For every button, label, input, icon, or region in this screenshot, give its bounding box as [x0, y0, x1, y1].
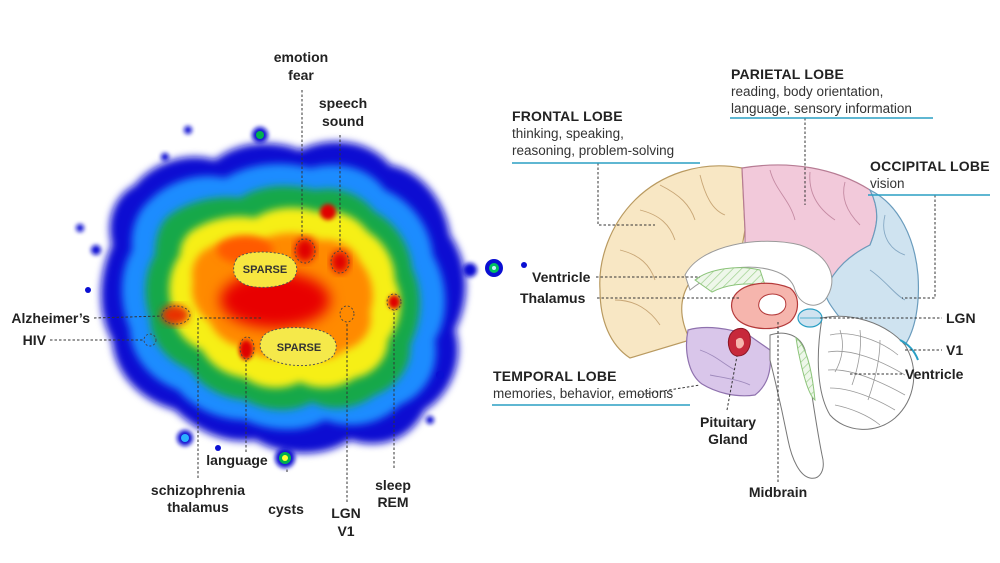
label-sleep: sleep — [375, 477, 411, 493]
occipital-lobe-desc: vision — [870, 176, 905, 191]
label-midbrain: Midbrain — [749, 484, 807, 500]
label-gland: Gland — [708, 431, 748, 447]
parietal-lobe-title: PARIETAL LOBE — [731, 66, 844, 82]
parietal-lobe-desc-2: language, sensory information — [731, 101, 912, 116]
heatmap-hot-4 — [320, 204, 336, 220]
label-lgn: LGN — [946, 310, 976, 326]
parietal-lobe-desc-1: reading, body orientation, — [731, 84, 883, 99]
sparse-label-lower: SPARSE — [277, 342, 321, 354]
sparse-label-upper: SPARSE — [243, 264, 287, 276]
label-speech: speech — [319, 95, 367, 111]
frontal-lobe-desc-2: reasoning, problem-solving — [512, 143, 674, 158]
frontal-lobe-desc-1: thinking, speaking, — [512, 126, 624, 141]
heatmap-hot-7 — [388, 295, 400, 309]
label-v1-heatmap: V1 — [337, 523, 354, 539]
activity-heatmap: SPARSE SPARSE — [11, 49, 527, 539]
label-language: language — [206, 452, 268, 468]
label-cysts: cysts — [268, 501, 304, 517]
frontal-lobe-title: FRONTAL LOBE — [512, 108, 623, 124]
temporal-lobe-title: TEMPORAL LOBE — [493, 368, 617, 384]
label-alzheimers: Alzheimer’s — [11, 310, 90, 326]
label-rem: REM — [377, 494, 408, 510]
thalamus-inner — [759, 294, 786, 315]
label-fear: fear — [288, 67, 314, 83]
brain-diagram: FRONTAL LOBE thinking, speaking, reasoni… — [492, 66, 990, 500]
label-lgn-heatmap: LGN — [331, 505, 361, 521]
label-sound: sound — [322, 113, 364, 129]
label-hiv: HIV — [23, 332, 47, 348]
label-schizophrenia: schizophrenia — [151, 482, 245, 498]
heatmap-hot-2 — [295, 238, 315, 262]
label-emotion: emotion — [274, 49, 328, 65]
label-ventricle-right: Ventricle — [905, 366, 964, 382]
label-thalamus-heatmap: thalamus — [167, 499, 229, 515]
label-v1: V1 — [946, 342, 963, 358]
temporal-lobe-desc: memories, behavior, emotions — [493, 386, 673, 401]
occipital-lobe-title: OCCIPITAL LOBE — [870, 158, 990, 174]
label-thalamus: Thalamus — [520, 290, 586, 306]
label-pituitary: Pituitary — [700, 414, 756, 430]
label-ventricle-left: Ventricle — [532, 269, 591, 285]
